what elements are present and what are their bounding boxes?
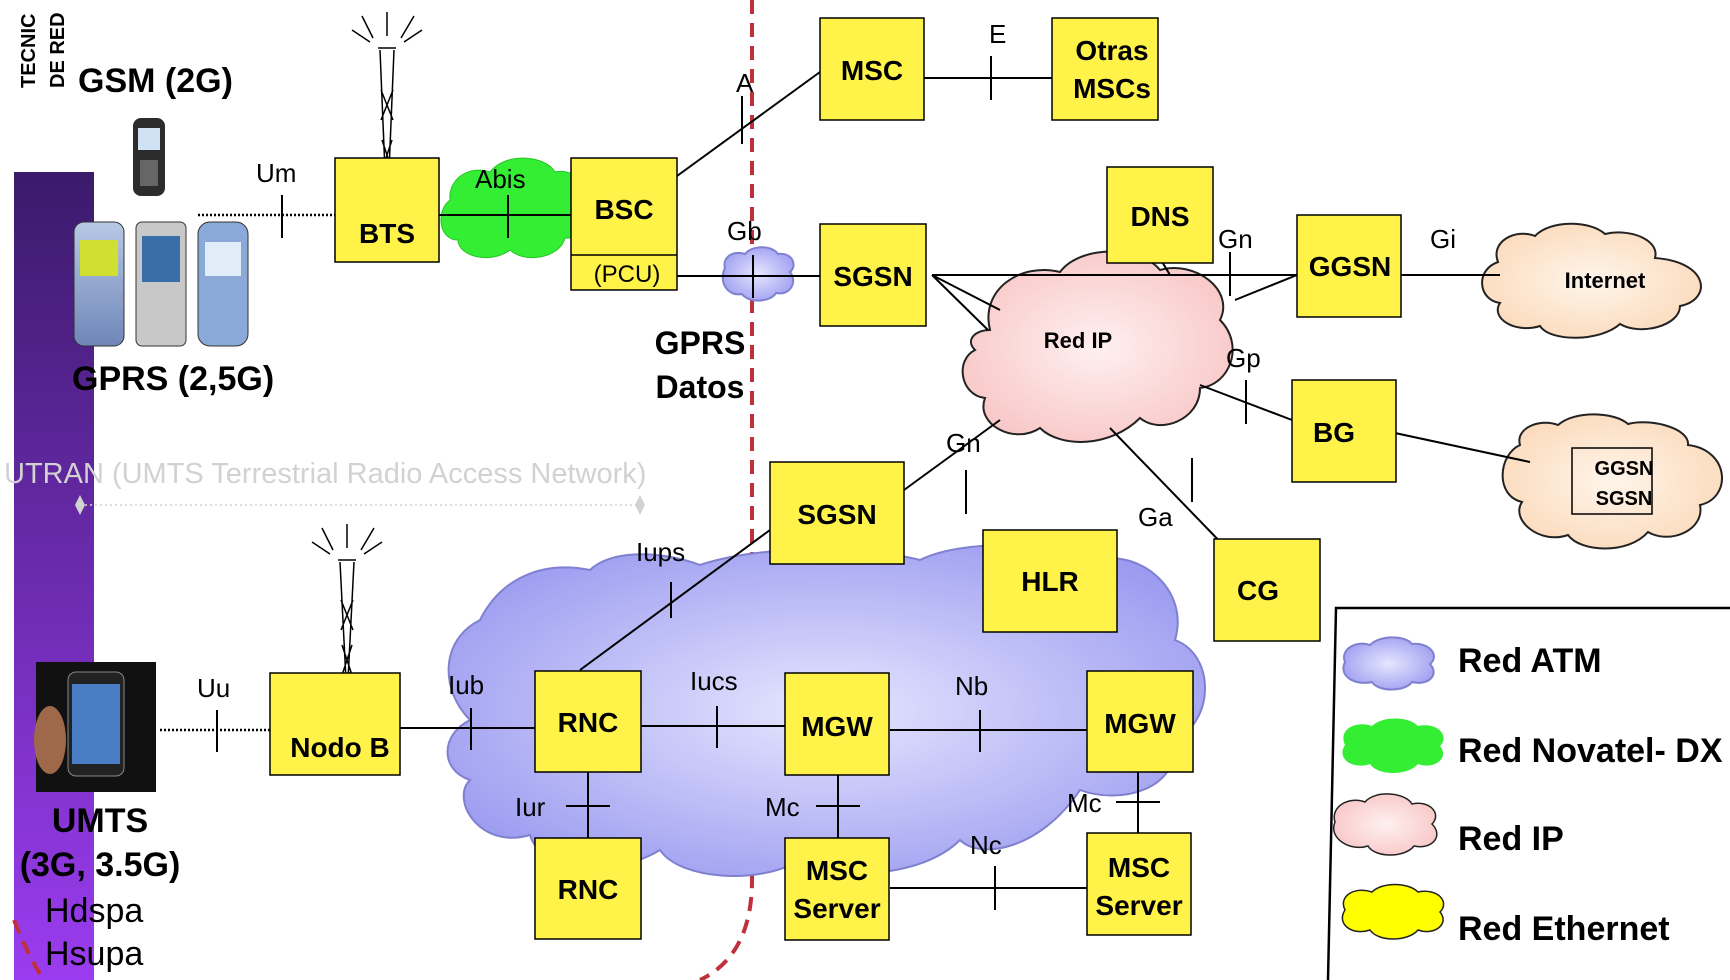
iface-um: Um — [256, 158, 296, 188]
corner-title-line2: DE RED — [47, 12, 69, 88]
otras-label-2: MSCs — [1073, 73, 1151, 104]
legend-novatel-swatch — [1342, 719, 1443, 774]
umts-label: UMTS — [52, 802, 148, 840]
iface-iub: Iub — [448, 670, 484, 700]
hlr-label: HLR — [1021, 566, 1079, 597]
iface-uu: Uu — [197, 673, 230, 703]
msc-server1-node — [785, 838, 889, 940]
rnc1-label: RNC — [558, 707, 619, 738]
otras-mscs-node — [1052, 18, 1158, 120]
bts-label: BTS — [359, 218, 415, 249]
legend-ethernet-label: Red Ethernet — [1458, 910, 1670, 948]
hdspa-label: Hdspa — [45, 892, 143, 930]
iface-gp: Gp — [1226, 343, 1261, 373]
iface-e: E — [989, 19, 1006, 49]
umts-generation-label: (3G, 3.5G) — [20, 846, 181, 884]
iface-a: A — [736, 68, 754, 98]
iface-iur: Iur — [515, 792, 546, 822]
legend: Red ATM Red Novatel- DX Red IP Red Ether… — [1328, 608, 1730, 980]
external-cloud — [1503, 414, 1722, 548]
iface-iucs: Iucs — [690, 666, 738, 696]
pcu-label: (PCU) — [594, 261, 661, 288]
iface-nb: Nb — [955, 671, 988, 701]
mgw2-label: MGW — [1104, 708, 1176, 739]
corner-title-line1: TECNIC — [18, 14, 40, 88]
bsc-label: BSC — [594, 194, 653, 225]
ext-sgsn-label: SGSN — [1596, 488, 1653, 510]
sgsn-top-label: SGSN — [833, 261, 912, 292]
hsupa-label: Hsupa — [45, 935, 143, 973]
msc-label: MSC — [841, 55, 903, 86]
umts-phone-icon — [34, 662, 156, 792]
red-ip-label: Red IP — [1044, 328, 1112, 353]
msc-server1-label-1: MSC — [806, 855, 868, 886]
iface-mc1: Mc — [765, 792, 800, 822]
legend-atm-swatch — [1343, 637, 1434, 689]
cg-label: CG — [1237, 575, 1279, 606]
iface-abis: Abis — [475, 164, 526, 194]
corner-title: TECNIC DE RED — [18, 12, 69, 88]
internet-label: Internet — [1565, 268, 1646, 293]
iface-iups: Iups — [636, 537, 685, 567]
sgsn-mid-label: SGSN — [797, 499, 876, 530]
utran-span-right-marker — [635, 495, 645, 515]
ggsn-label: GGSN — [1309, 251, 1391, 282]
iface-ga: Ga — [1138, 502, 1173, 532]
iface-gn-mid: Gn — [946, 428, 981, 458]
msc-server2-label-1: MSC — [1108, 852, 1170, 883]
nodo-b-label: Nodo B — [290, 732, 390, 763]
iface-gi: Gi — [1430, 224, 1456, 254]
gsm-phone-icon — [133, 118, 165, 196]
ext-ggsn-label: GGSN — [1595, 458, 1654, 480]
iface-nc: Nc — [970, 830, 1002, 860]
rnc2-label: RNC — [558, 874, 619, 905]
legend-ip-label: Red IP — [1458, 820, 1564, 858]
iface-gn-top: Gn — [1218, 224, 1253, 254]
msc-server2-label-2: Server — [1095, 890, 1182, 921]
otras-label-1: Otras — [1075, 35, 1148, 66]
iface-mc2: Mc — [1067, 788, 1102, 818]
gprs-datos-line1: GPRS — [655, 325, 746, 361]
utran-label: UTRAN (UMTS Terrestrial Radio Access Net… — [4, 458, 646, 490]
legend-ethernet-swatch — [1342, 885, 1443, 940]
dns-label: DNS — [1130, 201, 1189, 232]
msc-server1-label-2: Server — [793, 893, 880, 924]
gb-atm-cloud — [723, 247, 794, 300]
legend-ip-swatch — [1334, 794, 1437, 855]
gsm-label: GSM (2G) — [78, 62, 233, 100]
iface-gb: Gb — [727, 216, 762, 246]
bg-label: BG — [1313, 417, 1355, 448]
mgw1-label: MGW — [801, 711, 873, 742]
legend-novatel-label: Red Novatel- DX — [1458, 732, 1723, 770]
gprs-label: GPRS (2,5G) — [72, 360, 274, 398]
legend-atm-label: Red ATM — [1458, 642, 1602, 680]
gprs-datos-line2: Datos — [656, 369, 745, 405]
gprs-phones-icon — [74, 222, 248, 346]
